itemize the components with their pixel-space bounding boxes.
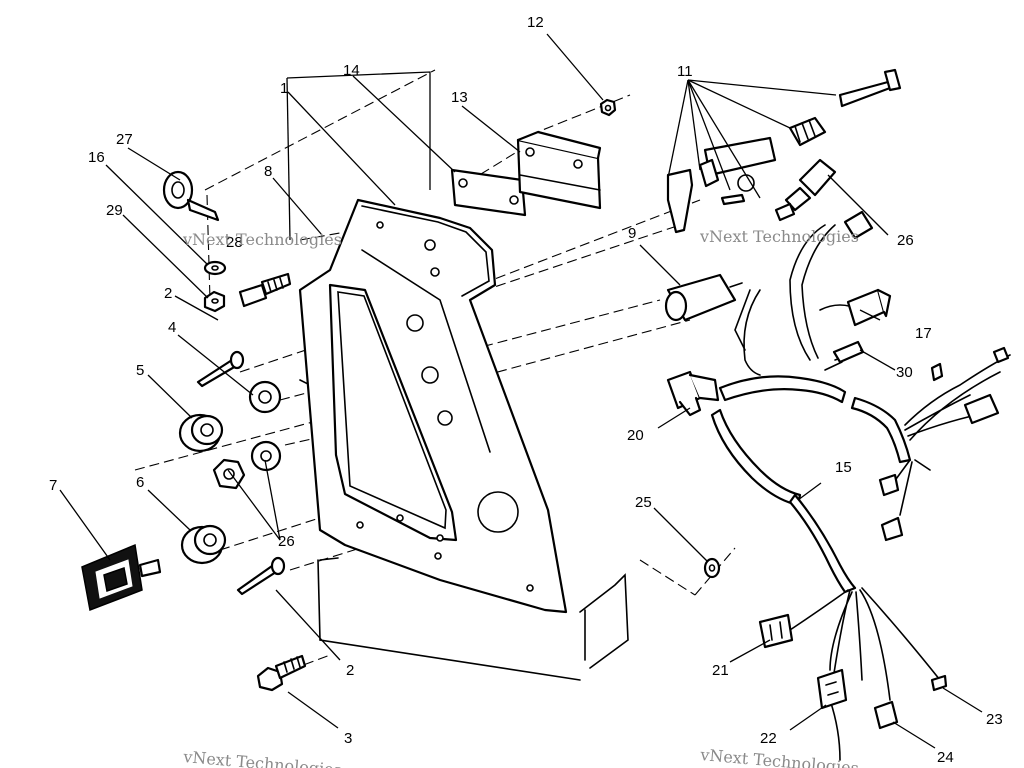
callout-13: 13 <box>451 89 468 106</box>
callout-15: 15 <box>835 459 852 476</box>
connector-right <box>963 393 1000 425</box>
callout-6: 6 <box>136 474 144 491</box>
switch-9 <box>664 273 743 322</box>
callout-4: 4 <box>168 319 176 336</box>
bolt-28 <box>238 272 292 308</box>
nut-12 <box>599 98 617 117</box>
watermark-text: vNext Technologies <box>182 230 342 249</box>
callout-26-lower: 26 <box>278 533 295 550</box>
callout-30: 30 <box>896 364 913 381</box>
ring-terminal-27 <box>162 170 220 222</box>
callout-5: 5 <box>136 362 144 379</box>
connector-30 <box>832 340 865 364</box>
callout-26-top: 26 <box>897 232 914 249</box>
callout-3: 3 <box>344 730 352 747</box>
callout-12: 12 <box>527 14 544 31</box>
watermark-text: vNext Technologies <box>699 227 859 246</box>
callout-27: 27 <box>116 131 133 148</box>
toggle-switch-26 <box>774 158 837 222</box>
callout-20: 20 <box>627 427 644 444</box>
leader-lines <box>59 33 983 749</box>
connector-23 <box>930 674 948 692</box>
connector-22 <box>816 668 848 710</box>
callout-8: 8 <box>264 163 272 180</box>
key-7 <box>81 543 162 612</box>
callout-2-upper: 2 <box>164 285 172 302</box>
callout-24: 24 <box>937 749 954 766</box>
callout-16: 16 <box>88 149 105 166</box>
lockwasher-4 <box>248 380 282 414</box>
connector-top <box>843 210 874 240</box>
callout-2-lower: 2 <box>346 662 354 679</box>
connector-17 <box>846 288 892 327</box>
callout-17: 17 <box>915 325 932 342</box>
callout-1: 1 <box>280 80 288 97</box>
callout-14: 14 <box>343 62 360 79</box>
callout-22: 22 <box>760 730 777 747</box>
callout-11: 11 <box>677 63 693 80</box>
washer-16 <box>203 260 227 276</box>
watermark-text: vNext Technologies <box>699 745 860 768</box>
callout-21: 21 <box>712 662 729 679</box>
washer-25 <box>703 557 721 579</box>
lockwasher-26-lower <box>250 440 282 472</box>
nut-5 <box>178 413 224 453</box>
bracket-13 <box>516 130 602 210</box>
watermark-text: vNext Technologies <box>182 747 343 768</box>
callout-23: 23 <box>986 711 1003 728</box>
mounting-panel <box>298 198 568 614</box>
plate-14 <box>450 168 527 217</box>
nut-6 <box>180 524 227 565</box>
key-switch-11 <box>666 68 902 234</box>
bolt-3 <box>256 654 307 692</box>
callout-9: 9 <box>628 225 636 242</box>
rivet-2-upper <box>196 350 245 388</box>
connector-21 <box>758 613 794 649</box>
callout-28: 28 <box>226 234 243 251</box>
callout-25: 25 <box>635 494 652 511</box>
nut-29 <box>203 290 226 313</box>
connector-small-right <box>878 346 1010 542</box>
nut-26-lower <box>212 458 246 490</box>
callout-7: 7 <box>49 477 57 494</box>
console-housing <box>299 379 629 681</box>
connector-24 <box>873 700 899 730</box>
rivet-2-lower <box>236 556 286 596</box>
callout-labels: 1 2 2 3 4 5 6 7 8 9 11 12 13 14 15 16 17… <box>49 14 1003 766</box>
callout-29: 29 <box>106 202 123 219</box>
connector-20 <box>666 370 720 417</box>
